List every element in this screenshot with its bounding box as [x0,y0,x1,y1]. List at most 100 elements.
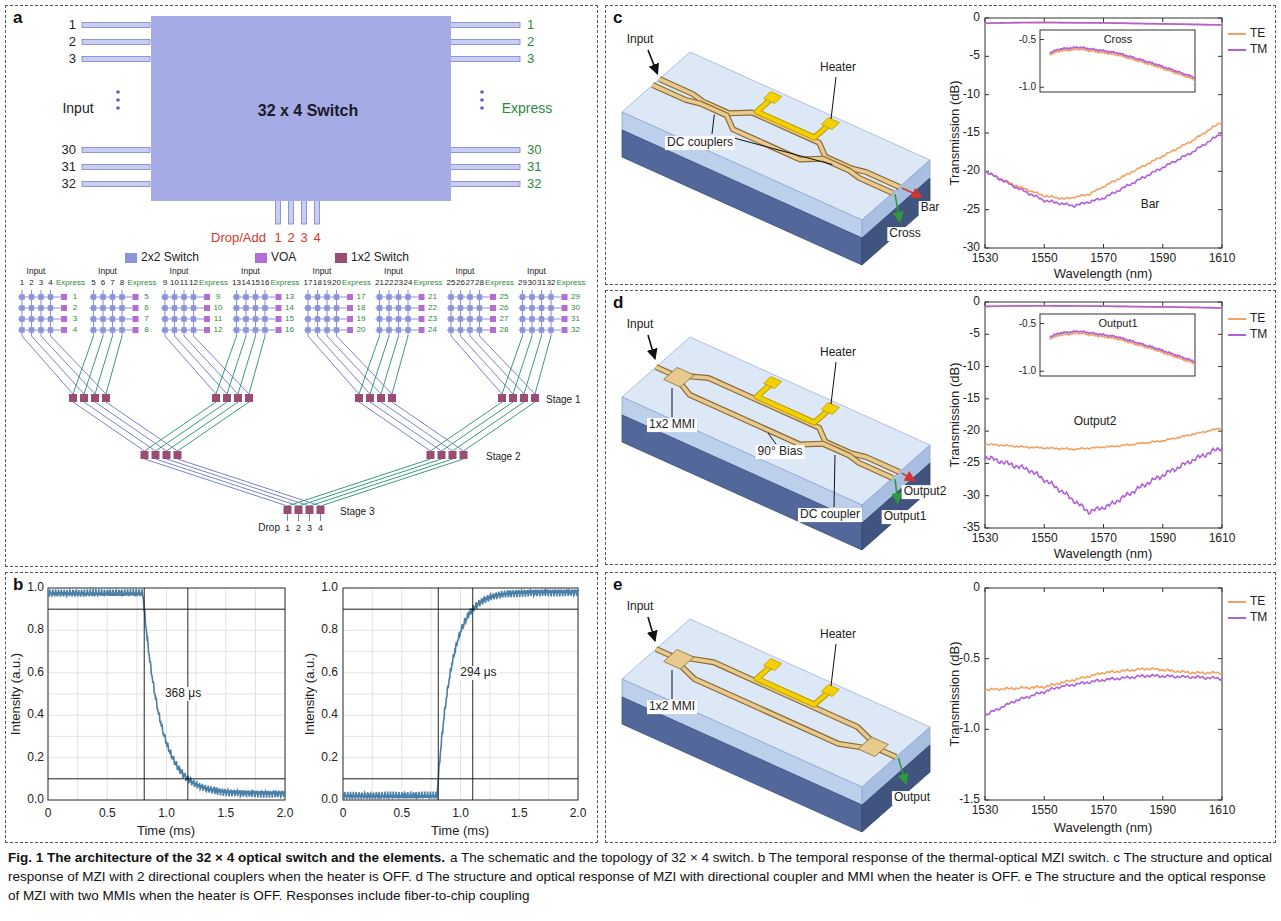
mzi-chip-illustration [622,617,930,832]
switch-2x2-symbol [377,294,383,300]
heater-outline [757,98,831,138]
axis-tick-label: 1550 [1031,532,1058,546]
route-line [227,336,246,394]
switch-2x2-symbol [467,294,473,300]
switch-2x2-symbol [305,327,311,333]
voa-symbol [562,316,568,322]
tick-mark [985,495,989,496]
tick-mark [1162,588,1163,592]
port-number: 1 [20,278,24,287]
port-group-label: Drop [258,522,280,534]
switch-2x2-symbol [110,316,116,322]
switch-1x2-symbol [531,394,539,402]
axis-tick-label: 0.2 [321,751,338,765]
switch-2x2-symbol [520,327,526,333]
switch-2x2-symbol [529,294,535,300]
axis-tick-label: 0.4 [321,708,338,722]
waveguide [681,666,863,748]
port-number: 16 [285,325,294,334]
switch-2x2-symbol [100,327,106,333]
switch-2x2-symbol [477,316,483,322]
tick-mark [1218,528,1222,529]
tick-mark [1218,302,1222,303]
output-arrow [895,479,898,503]
ellipsis-dot [480,90,484,94]
voa-symbol [61,294,67,300]
drop-waveguide [289,200,294,224]
port-number: 30 [62,143,76,158]
legend-label: TE [1250,312,1265,326]
grid-line [48,715,285,716]
axis-tick-label: -0.5 [1019,318,1036,330]
tick-mark [1044,588,1045,592]
axis-title: Intensity (a.u.) [303,653,318,735]
tick-mark [1218,431,1222,432]
drop-waveguide [302,200,307,224]
switch-2x2-symbol [529,305,535,311]
switch-2x2-symbol [396,305,402,311]
spectrum-plot [985,18,1222,248]
waveguide-outline [653,85,893,193]
threshold-line [48,609,285,610]
port-number: 20 [332,278,341,287]
switch-2x2-symbol [448,327,454,333]
port-number: 18 [357,303,366,312]
switch-2x2-symbol [110,294,116,300]
route-line [216,336,237,394]
switch-1x2-symbol [438,451,446,459]
switch-1x2-symbol [234,394,242,402]
pulse-plot [48,588,285,800]
axis-tick-label: -0.5 [959,652,980,666]
tick-mark [1103,796,1104,800]
port-number: 31 [527,160,541,175]
grid-line [343,651,578,652]
axis-tick-label: 1.0 [452,807,469,821]
switch-2x2-symbol [262,305,268,311]
voa-symbol [490,327,496,333]
port-group-label: Input [456,267,475,277]
waveguide-outline [681,384,893,478]
tick-mark [985,18,986,22]
curve-label: Output1 [1098,317,1137,330]
leader-line [672,388,673,417]
port-number: 11 [180,278,188,287]
axis-tick-label: 0.0 [27,793,44,807]
heater [757,665,831,705]
plot-frame [985,588,1222,800]
spectrum-curve [985,306,1222,308]
port-number: 17 [304,278,313,287]
cross-arrow [895,194,900,222]
axis-title: Wavelength (nm) [1054,547,1153,562]
axis-tick-label: 0.5 [393,807,410,821]
panel-frame: b [5,572,598,843]
axis-tick-label: -0.5 [1019,34,1036,46]
port-number: 8 [144,325,148,334]
switch-2x2-symbol [539,305,545,311]
switch-2x2-symbol [48,294,54,300]
axis-tick-label: 0.4 [27,708,44,722]
port-label: Cross [887,227,922,241]
heater-pad [821,402,839,414]
switch-2x2-symbol [520,294,526,300]
stage-label: Stage 2 [486,451,520,463]
substrate-side [862,178,930,265]
port-number: 21 [375,278,384,287]
switch-2x2-symbol [119,305,125,311]
port-number: 32 [527,177,541,192]
port-number: 8 [120,278,124,287]
route-line [178,459,321,506]
switch-1x2-symbol [317,506,325,514]
route-line [22,336,73,394]
ellipsis-dot [116,106,120,110]
switch-2x2-symbol [38,316,44,322]
panel-letter: c [613,8,622,28]
switch-2x2-symbol [162,305,168,311]
tick-mark [1218,366,1222,367]
port-number: 14 [242,278,251,287]
switch-box: 32 x 4 Switch [151,16,451,201]
port-group-label: Input [62,100,93,116]
switch-1x2-symbol [80,394,88,402]
switch-2x2-symbol [119,327,125,333]
axis-tick-label: 1550 [1031,252,1058,266]
